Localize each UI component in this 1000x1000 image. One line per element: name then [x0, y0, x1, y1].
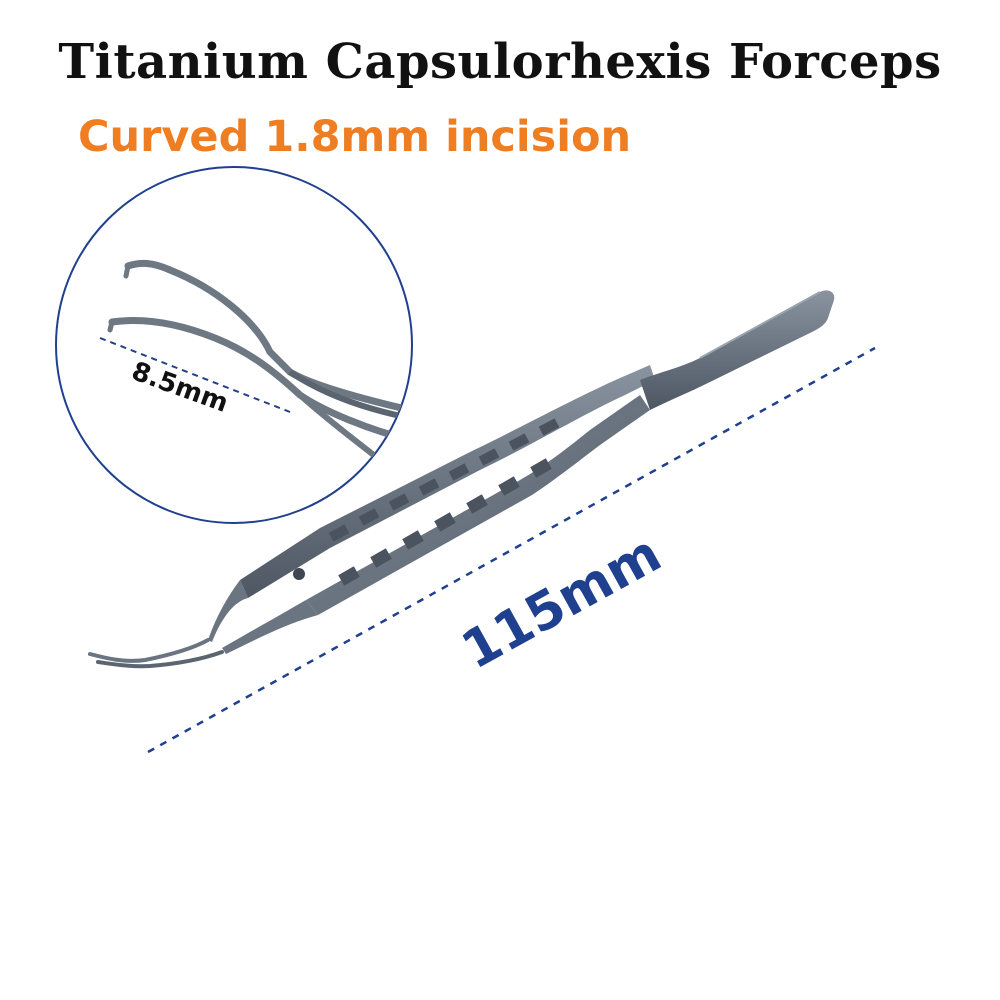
forceps-tip-upper — [88, 638, 210, 663]
total-length-label: 115mm — [452, 524, 671, 682]
zoomed-tips — [107, 259, 412, 463]
tip-dimension-line — [99, 337, 291, 413]
forceps-tip-lower — [96, 650, 224, 669]
page-subtitle: Curved 1.8mm incision — [78, 112, 632, 162]
forceps — [88, 290, 835, 669]
forceps-handle — [640, 290, 835, 410]
grip-serrations — [328, 418, 560, 586]
zoom-detail: 8.5mm — [55, 166, 413, 524]
page-title: Titanium Capsulorhexis Forceps — [58, 34, 942, 90]
forceps-hole — [293, 568, 305, 580]
